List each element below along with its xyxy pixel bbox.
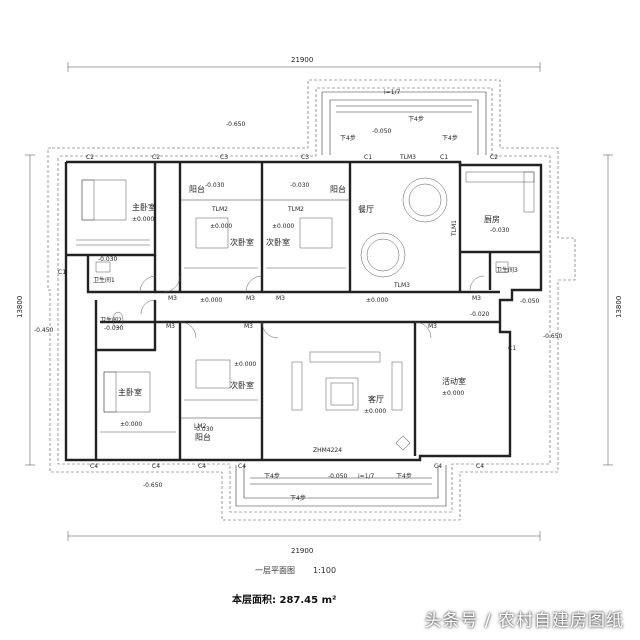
tag-c4-d: C4 — [238, 463, 246, 470]
tag-tlm1: TLM1 — [451, 220, 458, 237]
level-east-2: -0.650 — [543, 333, 563, 340]
level-living: ±0.000 — [364, 408, 386, 415]
room-activity: 活动室 — [442, 376, 466, 386]
level-balcony-2: -0.030 — [290, 182, 310, 189]
area-label: 本层面积: — [232, 595, 276, 606]
tag-m3-g: M3 — [472, 295, 481, 302]
tag-tlm3-a: TLM3 — [399, 154, 416, 161]
room-second-bed-2: 次卧室 — [266, 237, 290, 247]
level-bath-2: -0.030 — [104, 325, 124, 332]
room-master-bed-1: 主卧室 — [132, 202, 156, 212]
caption-title: 一层平面图 — [255, 566, 295, 575]
room-living: 客厅 — [368, 394, 384, 404]
level-balcony-3: -0.030 — [194, 426, 214, 433]
tag-m3-c: M3 — [276, 295, 285, 302]
tag-m3-d: M3 — [166, 323, 175, 330]
level-corridor-2: ±0.000 — [366, 297, 388, 304]
step-north-b: 下4步 — [442, 134, 458, 142]
tag-c4-b: C4 — [152, 463, 160, 470]
dim-right: 13800 — [615, 296, 623, 318]
level-second-bed-2: ±0.000 — [272, 223, 294, 230]
level-master-bed-2: ±0.000 — [120, 421, 142, 428]
room-second-bed-1: 次卧室 — [230, 237, 254, 247]
watermark: 头条号 / 农村自建房图纸 — [424, 611, 624, 631]
tag-c1-b: C1 — [440, 154, 448, 161]
room-bath-2: 卫生间2 — [100, 316, 122, 324]
dim-left: 13800 — [16, 296, 24, 318]
floor-area: 本层面积: 287.45 m² — [232, 591, 336, 606]
level-kitchen: -0.030 — [490, 227, 510, 234]
level-balcony-1: -0.030 — [205, 182, 225, 189]
room-balcony-1: 阳台 — [189, 184, 205, 194]
level-east-1: -0.050 — [520, 298, 540, 305]
apron-outline — [47, 79, 576, 521]
room-bath-1: 卫生间1 — [93, 276, 115, 284]
tag-m3-f: M3 — [428, 323, 437, 330]
area-value: 287.45 — [279, 595, 319, 606]
tag-c1-west: C1 — [58, 269, 66, 276]
step-south-b: 下4步 — [396, 472, 412, 480]
level-activity: ±0.000 — [442, 390, 464, 397]
level-corridor-1: ±0.000 — [200, 297, 222, 304]
room-second-bed-3: 次卧室 — [230, 380, 254, 390]
tag-c1-east: C1 — [508, 345, 516, 352]
level-south: -0.650 — [143, 482, 163, 489]
tag-m3-b: M3 — [246, 295, 255, 302]
tag-c4-e: C4 — [434, 463, 442, 470]
door-swings — [139, 275, 485, 339]
step-north-a: 下4步 — [340, 134, 356, 142]
level-west: -0.450 — [34, 327, 54, 334]
level-bath-1: -0.030 — [98, 256, 118, 263]
room-balcony-2: 阳台 — [330, 184, 346, 194]
tag-c3-a: C3 — [220, 154, 228, 161]
tag-c2-b: C2 — [152, 154, 160, 161]
level-second-bed-1: ±0.000 — [210, 223, 232, 230]
tag-c4-f: C4 — [476, 463, 484, 470]
walls — [64, 160, 543, 462]
level-north-porch: -0.050 — [372, 128, 392, 135]
level-master-bed-1: ±0.000 — [132, 216, 154, 223]
level-south-porch: -0.050 — [328, 473, 348, 480]
room-kitchen: 厨房 — [484, 214, 500, 224]
level-second-bed-3: ±0.000 — [234, 361, 256, 368]
tag-c4-a: C4 — [90, 463, 98, 470]
tag-zhm: ZHM4224 — [313, 447, 342, 454]
room-balcony-3: 阳台 — [195, 432, 211, 442]
furniture — [76, 105, 535, 485]
area-unit: m² — [321, 595, 337, 606]
slope-north: i=1/7 — [384, 89, 401, 96]
dim-bottom: 21900 — [291, 547, 313, 555]
level-north: -0.650 — [226, 121, 246, 128]
dim-top: 21900 — [291, 56, 313, 64]
step-south-a: 下4步 — [264, 472, 280, 480]
tag-m3-a: M3 — [168, 295, 177, 302]
tag-c2-c: C2 — [490, 154, 498, 161]
step-north-c: 下4步 — [408, 115, 424, 123]
room-master-bed-2: 主卧室 — [118, 387, 142, 397]
tag-tlm2-b: TLM2 — [287, 206, 304, 213]
dimension-lines — [25, 62, 613, 541]
drawing-caption: 一层平面图 1:100 — [255, 565, 336, 576]
caption-scale: 1:100 — [313, 566, 337, 575]
tag-c3-b: C3 — [301, 154, 309, 161]
tag-tlm3-b: TLM3 — [393, 282, 410, 289]
tag-tlm2-a: TLM2 — [211, 206, 228, 213]
tag-c4-c: C4 — [198, 463, 206, 470]
slope-south: i=1/7 — [358, 473, 375, 480]
tag-c2-a: C2 — [86, 154, 94, 161]
room-bath-3: 卫生间3 — [496, 266, 518, 274]
level-corridor-3: -0.020 — [470, 311, 490, 318]
step-south-c: 下4步 — [290, 494, 306, 502]
tag-m3-e: M3 — [244, 323, 253, 330]
tag-c1-a: C1 — [364, 154, 372, 161]
tag-lm2: LM2 — [194, 423, 207, 430]
room-dining: 餐厅 — [358, 205, 374, 214]
